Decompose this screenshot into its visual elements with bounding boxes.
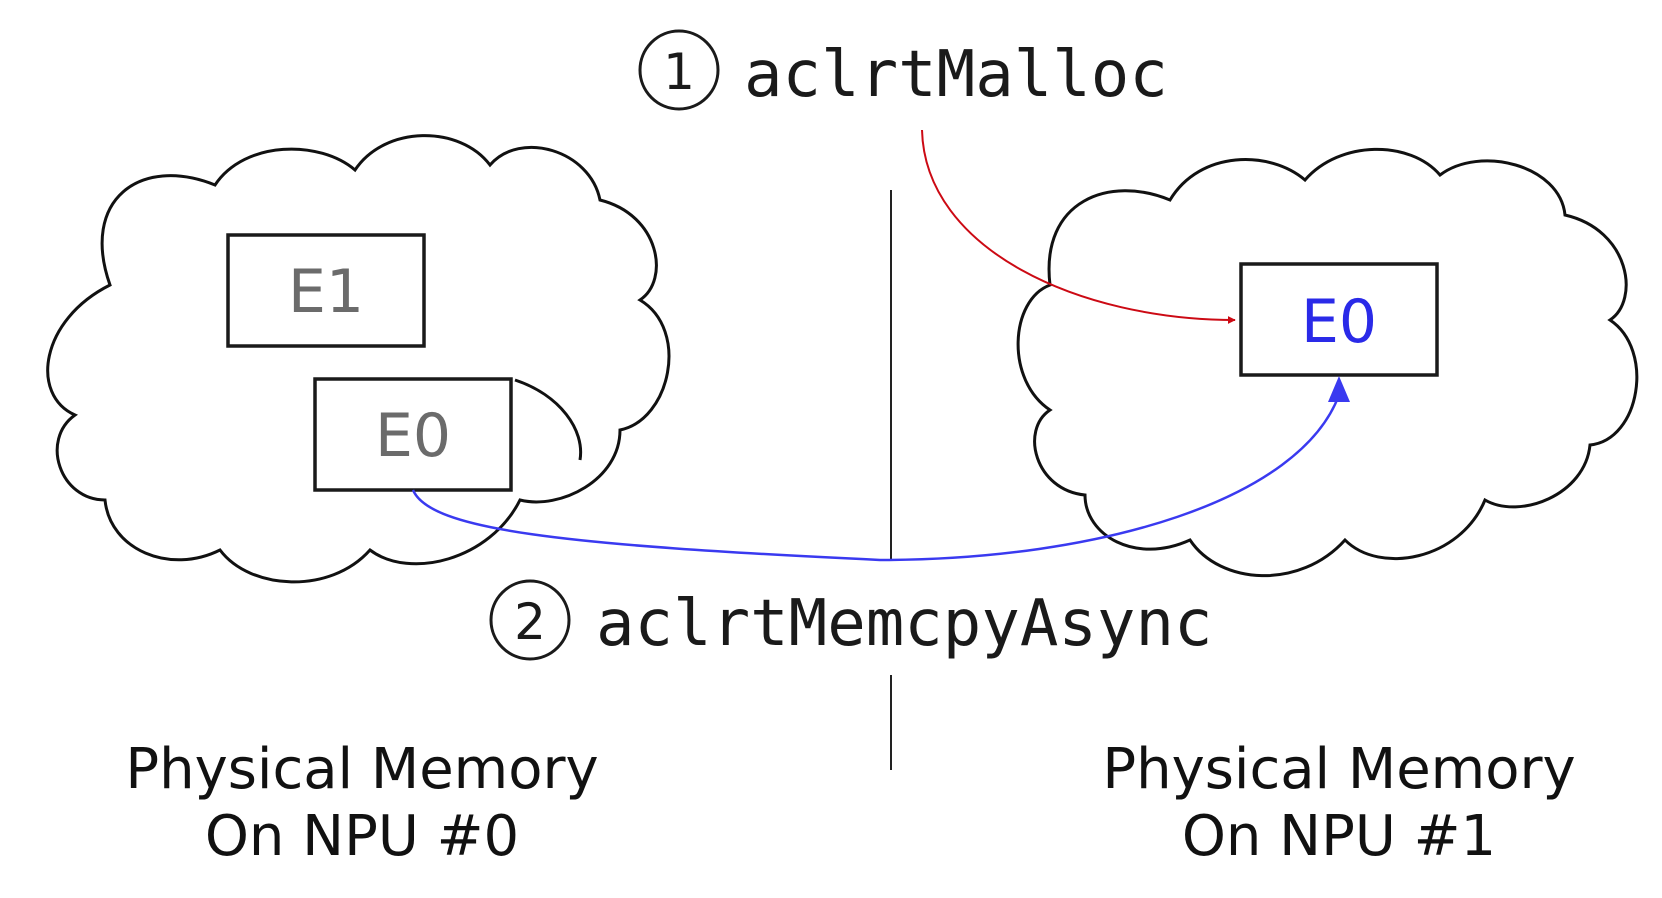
- npu0-block-e1: E1: [226, 233, 426, 348]
- npu0-block-e0: E0: [313, 377, 513, 492]
- npu1-block-e0: E0: [1239, 262, 1439, 377]
- memcpy-arrow: [411, 394, 1341, 562]
- step-2-circle: [489, 579, 571, 661]
- step-2-label: 2 aclrtMemcpyAsync: [489, 579, 1213, 661]
- memcpy-arrowhead: [1328, 376, 1350, 402]
- npu1-caption-line2: On NPU #1: [1182, 804, 1496, 869]
- step-1-number: 1: [663, 43, 695, 101]
- npu1-block-e0-label: E0: [1301, 287, 1377, 357]
- npu0-memory-cloud: [46, 134, 671, 584]
- npu0-cloud-lobe: [514, 378, 583, 461]
- step-1-circle: [638, 29, 720, 111]
- npu1-caption-line1: Physical Memory: [1102, 737, 1575, 802]
- malloc-arrow: [921, 129, 1236, 324]
- step-2-call: aclrtMemcpyAsync: [596, 587, 1213, 661]
- npu0-block-e1-label: E1: [288, 257, 364, 327]
- step-2-number: 2: [514, 593, 546, 651]
- npu0-caption-line1: Physical Memory: [125, 737, 598, 802]
- step-1-label: 1 aclrtMalloc: [638, 29, 1168, 112]
- step-1-call: aclrtMalloc: [744, 38, 1168, 112]
- npu0-caption-line2: On NPU #0: [205, 804, 519, 869]
- npu0-block-e0-label: E0: [375, 401, 451, 471]
